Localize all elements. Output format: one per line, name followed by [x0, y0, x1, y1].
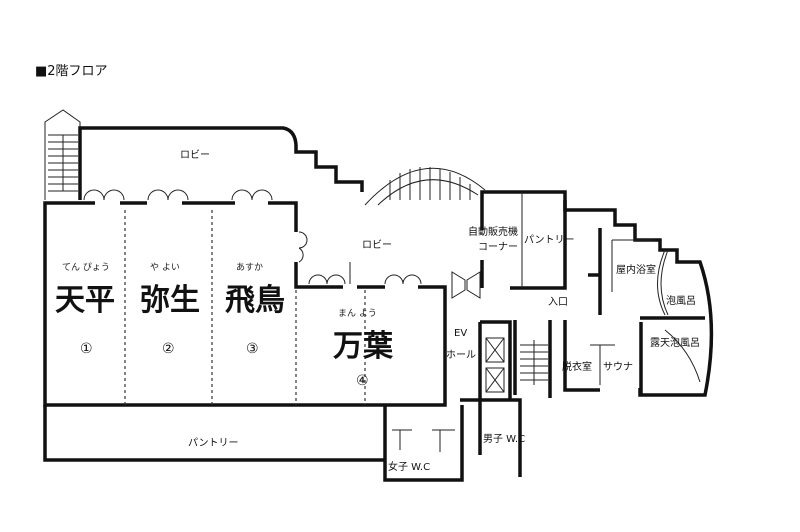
- mens-wc-wall: [460, 398, 522, 477]
- room-ruby: や よい: [150, 262, 180, 273]
- banquet-hall-wall: [43, 201, 447, 407]
- room-number: ③: [246, 341, 259, 357]
- room-manyo[interactable]: まん よう 万葉 ④: [333, 308, 394, 389]
- changing-room-label: 脱衣室: [562, 360, 592, 373]
- arch-stair: [364, 167, 486, 206]
- room-name: 弥生: [140, 283, 200, 318]
- door-icon: [451, 271, 481, 299]
- womens-wc-label: 女子 W.C: [388, 460, 430, 473]
- bubble-bath-label: 泡風呂: [666, 294, 696, 307]
- stair-tower-left: [44, 109, 81, 200]
- room-number: ①: [80, 341, 93, 357]
- upper-lobby-wall: [78, 126, 364, 200]
- sauna-label: サウナ: [603, 361, 633, 373]
- entrance-label: 入口: [548, 297, 568, 308]
- room-name: 天平: [55, 283, 115, 318]
- indoor-bath-label: 屋内浴室: [616, 263, 656, 276]
- vending-block-wall: [480, 190, 567, 290]
- ev-hall-label-2: ホール: [446, 349, 476, 361]
- room-yayoi[interactable]: や よい 弥生 ②: [140, 262, 200, 357]
- outdoor-bubble-bath-label: 露天泡風呂: [650, 336, 700, 349]
- door-arcs: [83, 189, 422, 285]
- mens-wc-label: 男子 W.C: [483, 433, 525, 445]
- room-ruby: まん よう: [338, 308, 377, 319]
- vending-label-2: コーナー: [478, 241, 518, 253]
- room-ruby: てん ぴょう: [62, 262, 110, 273]
- room-tenpyo[interactable]: てん ぴょう 天平 ①: [55, 262, 115, 357]
- stair-right: [513, 320, 552, 398]
- room-name: 飛鳥: [225, 283, 285, 318]
- womens-wc-wall: [383, 405, 464, 482]
- room-name: 万葉: [333, 329, 394, 364]
- pantry-bottom-wall: [43, 405, 385, 462]
- partition-lines: [124, 210, 366, 405]
- room-ruby: あすか: [236, 262, 263, 273]
- lobby-upper-label: ロビー: [180, 149, 210, 161]
- ev-hall-label-1: EV: [454, 328, 467, 339]
- vending-label-1: 自動販売機: [468, 225, 518, 238]
- pantry-bottom-label: パントリー: [188, 437, 239, 449]
- room-number: ②: [162, 341, 175, 357]
- room-asuka[interactable]: あすか 飛鳥 ③: [225, 262, 285, 357]
- elevator-icon: [478, 320, 512, 400]
- room-number: ④: [356, 373, 369, 389]
- floor-title: ■2階フロア: [35, 64, 108, 79]
- bath-block-wall: [563, 200, 714, 397]
- pantry-right-label: パントリー: [524, 234, 575, 246]
- lobby-lower-label: ロビー: [362, 239, 392, 251]
